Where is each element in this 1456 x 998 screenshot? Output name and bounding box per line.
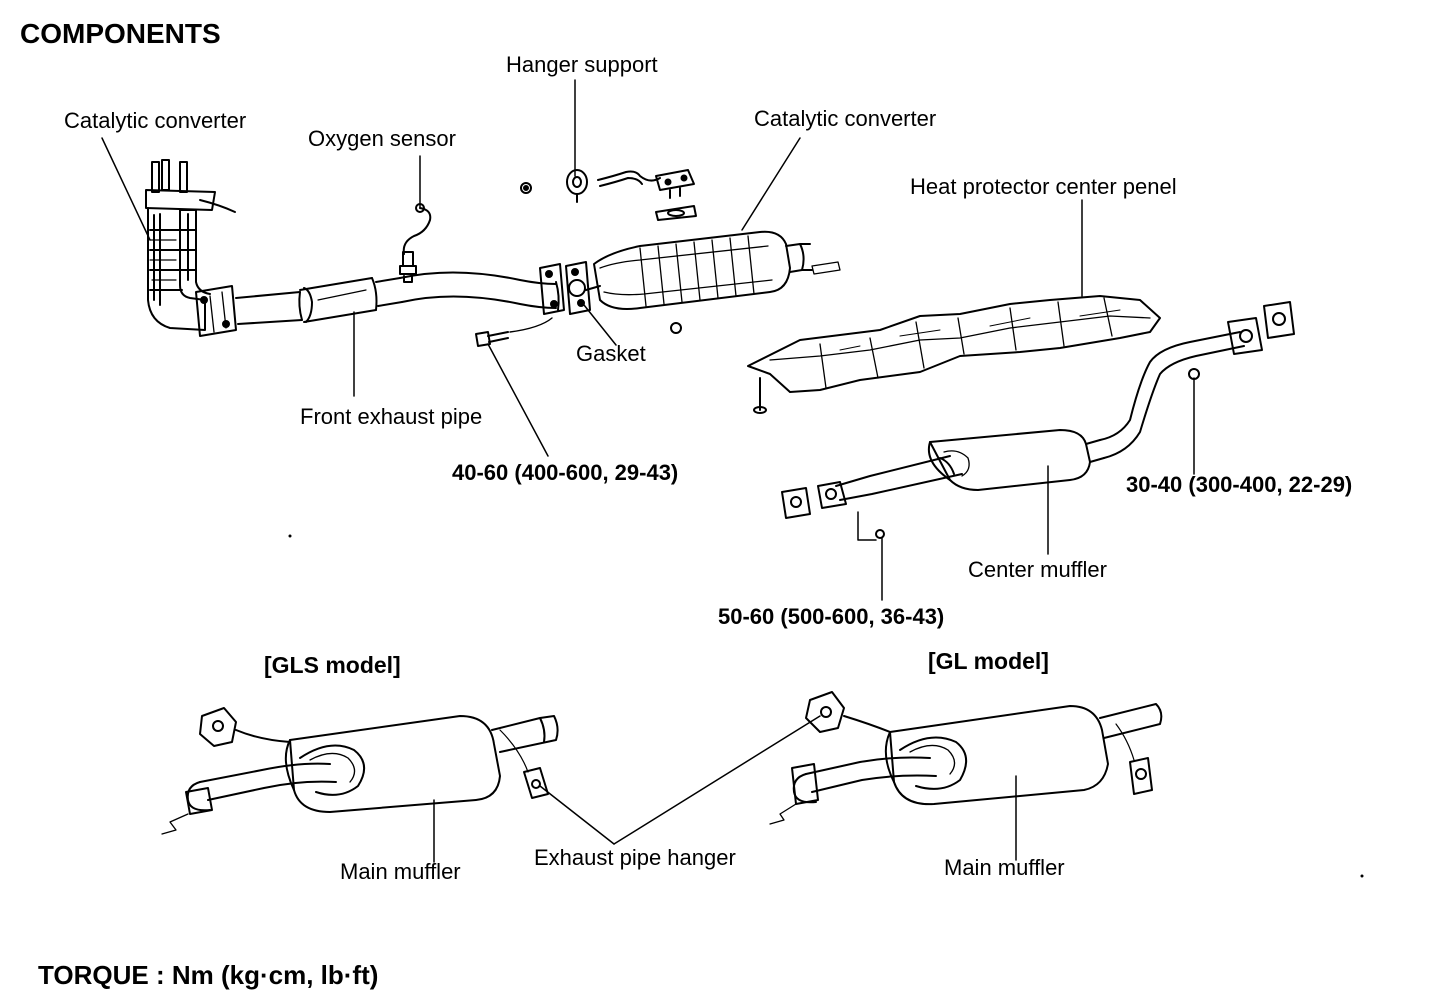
heat-protector-panel xyxy=(747,295,1161,414)
label-gasket: Gasket xyxy=(576,341,646,366)
model-heading-gls: [GLS model] xyxy=(264,652,401,678)
gasket-flanges xyxy=(539,261,591,315)
label-heat-protector: Heat protector center penel xyxy=(910,174,1177,199)
label-exhaust-pipe-hanger: Exhaust pipe hanger xyxy=(534,845,736,870)
leader-lines xyxy=(101,79,1195,863)
front-bolt xyxy=(475,317,553,347)
torque-units-note: TORQUE : Nm (kg·cm, lb·ft) xyxy=(38,960,379,990)
gl-main-muffler xyxy=(769,691,1163,825)
model-heading-gl: [GL model] xyxy=(928,648,1049,674)
label-hanger-support: Hanger support xyxy=(506,52,658,77)
torque-spec-center-right: 30-40 (300-400, 22-29) xyxy=(1126,472,1353,497)
label-front-exhaust-pipe: Front exhaust pipe xyxy=(300,404,483,429)
page-title: COMPONENTS xyxy=(20,18,221,49)
center-muffler-assembly xyxy=(781,301,1295,539)
label-main-muffler-gls: Main muffler xyxy=(340,859,461,884)
label-main-muffler-gl: Main muffler xyxy=(944,855,1065,880)
stray-dot xyxy=(288,534,292,538)
label-oxygen-sensor: Oxygen sensor xyxy=(308,126,456,151)
hanger-support-bracket xyxy=(520,169,697,221)
manifold-catalytic-converter xyxy=(145,159,237,337)
stray-dot xyxy=(1360,874,1364,878)
torque-spec-center-left: 50-60 (500-600, 36-43) xyxy=(718,604,945,629)
label-center-muffler: Center muffler xyxy=(968,557,1107,582)
catalytic-converter-center xyxy=(585,230,841,334)
oxygen-sensor xyxy=(399,203,432,283)
torque-spec-front-bolt: 40-60 (400-600, 29-43) xyxy=(452,460,679,485)
label-catalytic-converter-left: Catalytic converter xyxy=(64,108,247,133)
front-exhaust-pipe xyxy=(235,271,560,325)
label-catalytic-converter-right: Catalytic converter xyxy=(754,106,937,131)
gls-main-muffler xyxy=(161,707,559,835)
